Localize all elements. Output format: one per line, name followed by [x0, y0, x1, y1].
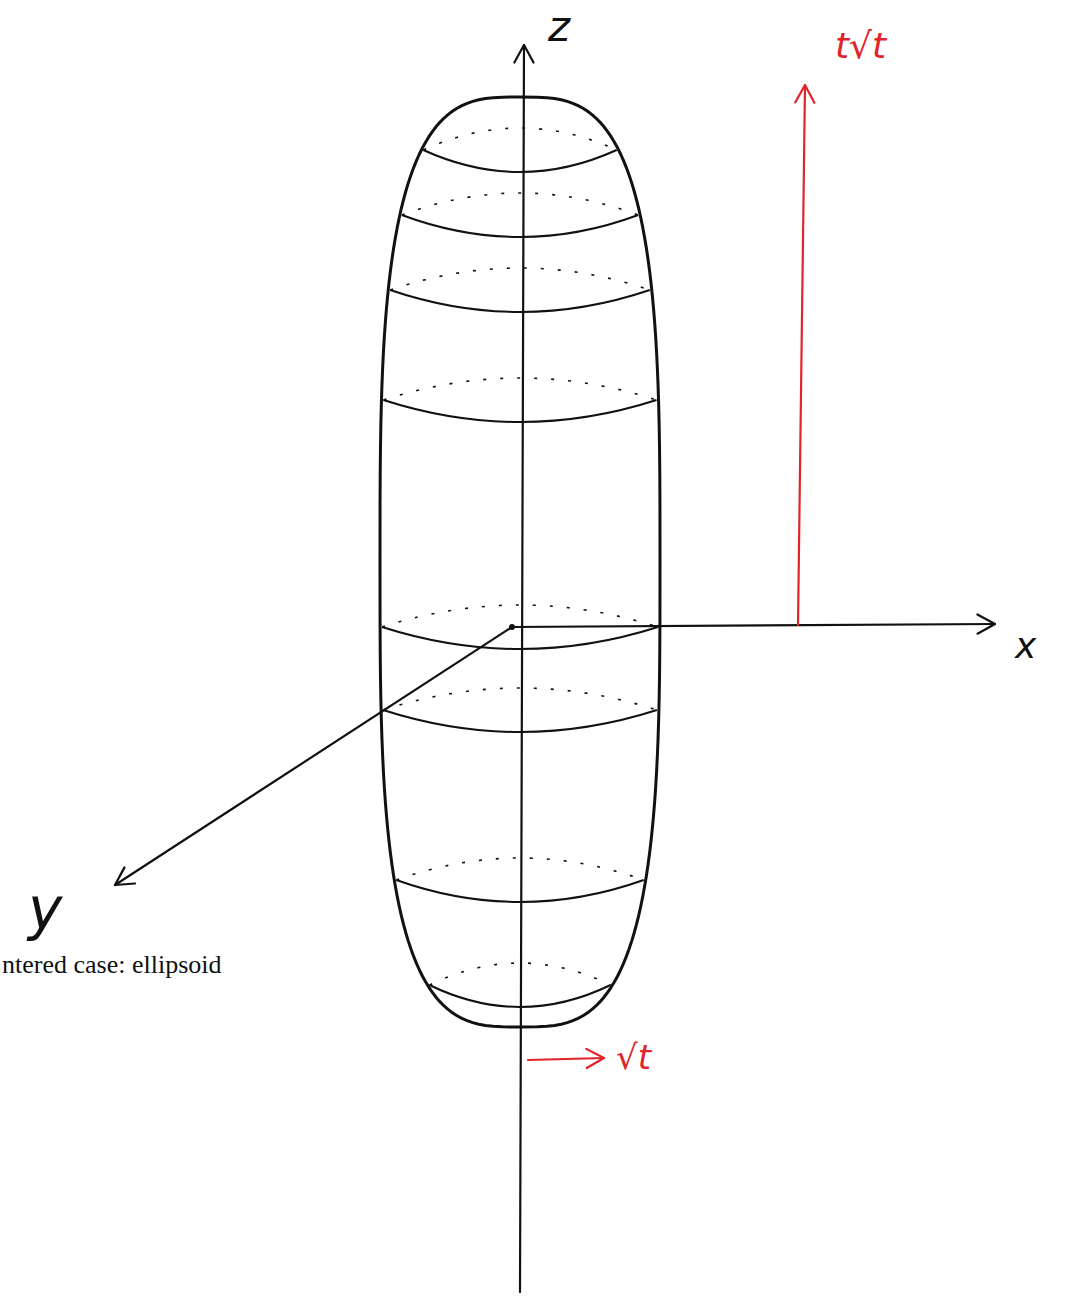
growth-arrow: [795, 85, 814, 625]
caption-text: ntered case: ellipsoid: [2, 952, 221, 978]
cross-section-front: [382, 627, 658, 649]
cross-section-front: [383, 710, 657, 732]
cross-section-back: [390, 268, 650, 290]
z-axis: [514, 45, 533, 1292]
cross-section-front: [423, 150, 616, 172]
ellipsoid-outline: [380, 97, 660, 1027]
cross-section-back: [383, 378, 656, 400]
cross-section-front: [390, 290, 650, 312]
cross-section-back: [396, 858, 643, 880]
axis-label: z: [548, 6, 570, 48]
cross-section-back: [383, 688, 657, 710]
x-axis: [512, 615, 995, 634]
radius-arrow: [528, 1049, 604, 1068]
cross-section-back: [402, 193, 638, 215]
cross-section-back: [423, 128, 616, 150]
cross-section-front: [402, 215, 638, 237]
cross-section-front: [396, 880, 643, 902]
axis-label: x: [1015, 628, 1036, 664]
y-axis: [115, 627, 512, 885]
scale-label: √t: [616, 1040, 651, 1074]
cross-section-front: [383, 400, 656, 422]
axis-label: y: [28, 880, 62, 938]
cross-section-back: [382, 605, 658, 627]
origin-dot: [509, 624, 515, 630]
scale-label: t√t: [835, 28, 886, 64]
